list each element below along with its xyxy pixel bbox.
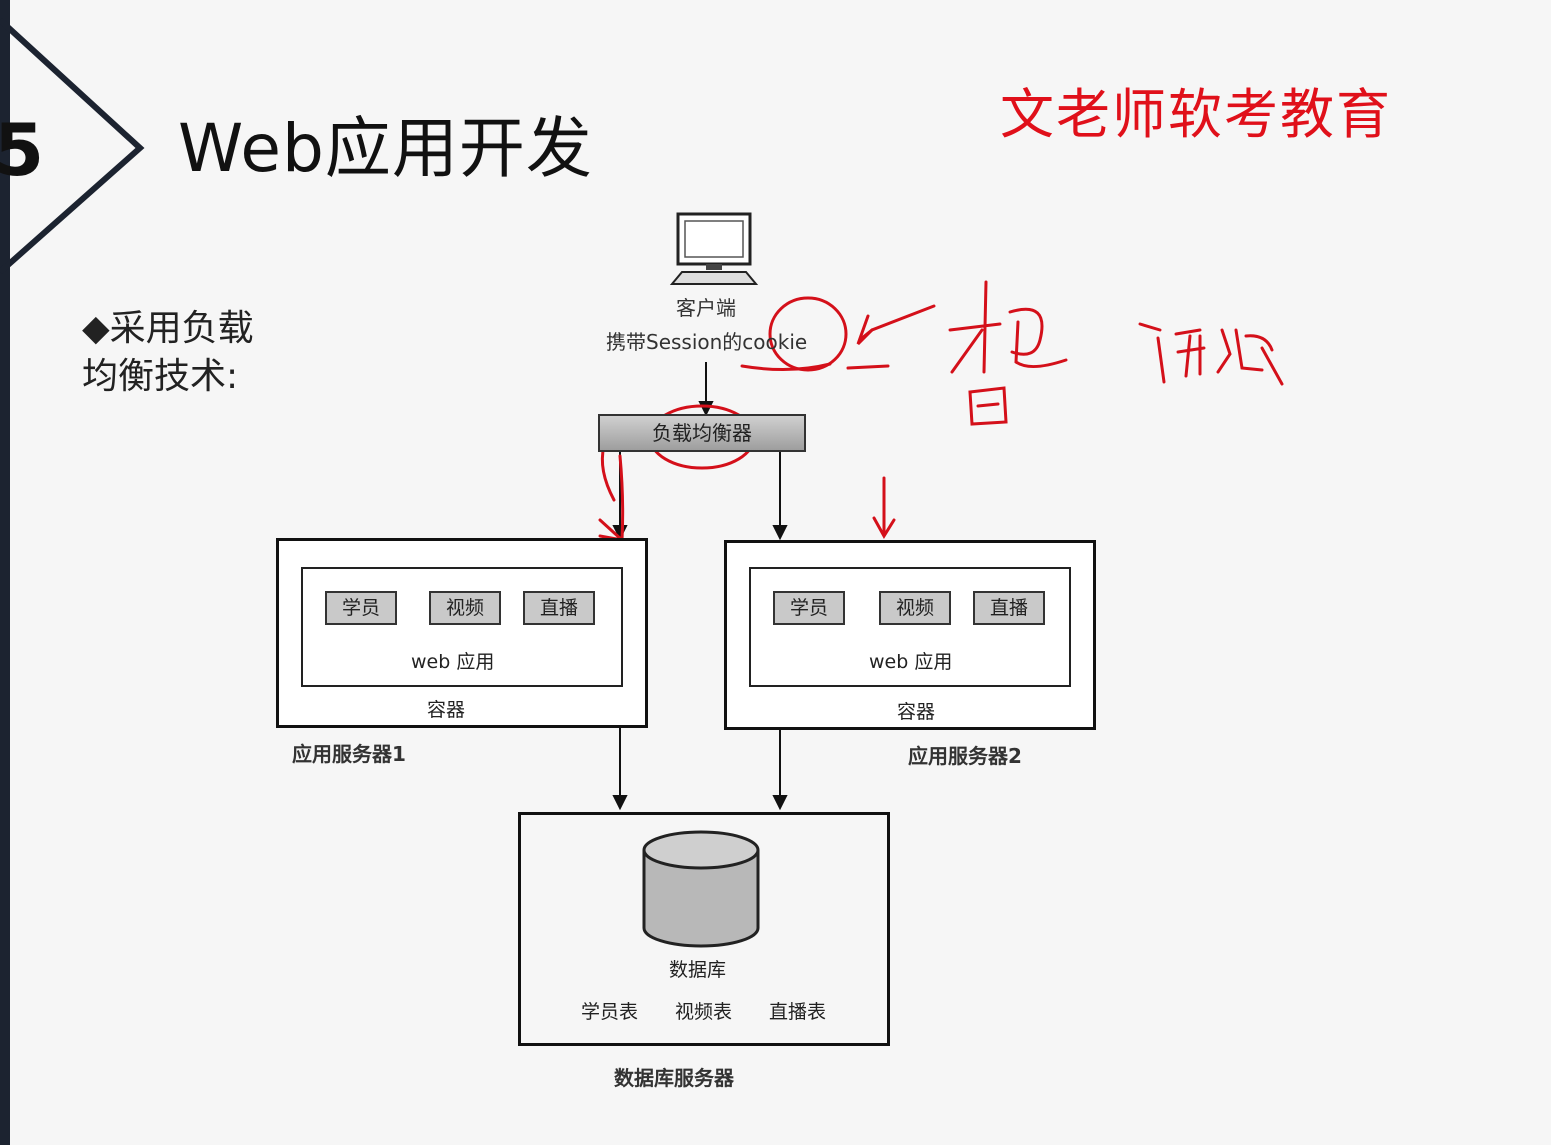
computer-icon [669,212,759,285]
page-title: Web应用开发 [178,110,593,187]
database-server-name: 数据库服务器 [614,1066,734,1090]
arrowhead-icon [698,401,714,417]
load-balancer-box: 负载均衡器 [598,414,806,452]
database-server: 数据库 学员表 视频表 直播表 [518,812,890,1046]
arrowhead-icon [612,795,628,811]
module-live: 直播 [973,591,1045,625]
web-app-label: web 应用 [411,651,495,673]
table-video: 视频表 [675,1001,733,1023]
database-label: 数据库 [669,959,727,981]
annotation-underline [740,362,832,372]
client-note: 携带Session的cookie [606,330,808,354]
web-app-box: 学员 视频 直播 web 应用 [749,567,1071,687]
annotation-char-2 [968,386,1008,426]
annotation-circle-cookie [768,296,848,372]
left-sidebar-bar [0,0,10,1145]
module-student: 学员 [773,591,845,625]
annotation-char-1 [948,280,1068,374]
annotation-arrow-stroke [860,304,936,340]
server-2-name: 应用服务器2 [908,744,1022,768]
annotation-stroke [600,444,616,502]
container-label: 容器 [897,701,936,723]
arrowhead-icon [772,795,788,811]
annotation-arrow-right [872,476,896,539]
brand-watermark: 文老师软考教育 [1000,83,1392,146]
chevron-decoration-icon [0,17,145,275]
annotation-arrow-head [856,314,874,346]
web-app-box: 学员 视频 直播 web 应用 [301,567,623,687]
table-live: 直播表 [769,1001,827,1023]
app-server-2: 学员 视频 直播 web 应用 容器 [724,540,1096,730]
section-number: 5 [0,108,45,192]
module-video: 视频 [429,591,501,625]
web-app-label: web 应用 [869,651,953,673]
annotation-char-3 [1138,322,1284,386]
bullet-text: ◆采用负载均衡技术: [82,308,254,397]
annotation-dash [846,364,890,370]
app-server-1: 学员 视频 直播 web 应用 容器 [276,538,648,728]
module-live: 直播 [523,591,595,625]
table-student: 学员表 [581,1001,639,1023]
database-cylinder-icon [642,830,760,948]
container-label: 容器 [427,699,466,721]
server-1-name: 应用服务器1 [292,742,406,766]
module-student: 学员 [325,591,397,625]
module-video: 视频 [879,591,951,625]
arrowhead-icon [772,525,788,541]
client-label: 客户端 [676,296,736,320]
